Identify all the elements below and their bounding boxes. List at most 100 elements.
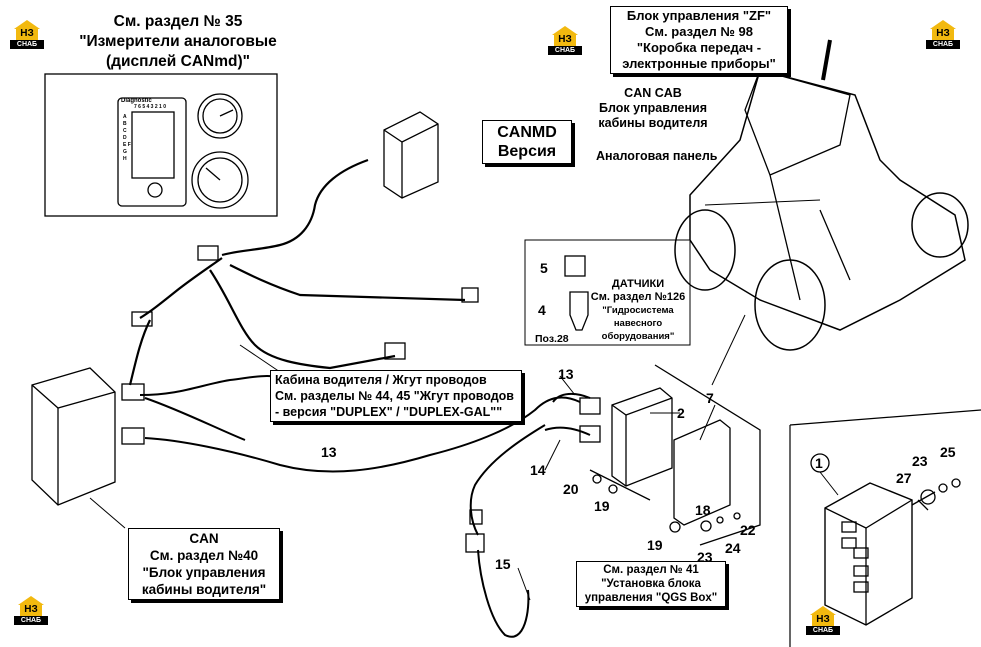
callout-27: 27 — [896, 470, 912, 486]
qgs-label: См. раздел № 41 "Установка блока управле… — [576, 561, 726, 607]
callout-4: 4 — [538, 302, 546, 318]
section-35-line-1: См. раздел № 35 — [113, 13, 243, 30]
callout-2: 2 — [677, 405, 685, 421]
qgs-line-1: См. раздел № 41 — [603, 564, 699, 576]
sensors-line-1: ДАТЧИКИ — [611, 278, 665, 290]
can-block-line-2: См. раздел №40 — [149, 548, 259, 563]
callout-19-upper: 19 — [594, 498, 610, 514]
qgs-box — [824, 482, 913, 626]
part-23-washer — [938, 483, 948, 493]
can-cab-label: CAN CAB Блок управления кабины водителя — [588, 86, 718, 131]
diag-letters: A B C D E F G H — [123, 114, 131, 162]
sensors-line-4: навесного — [613, 318, 663, 329]
wheel-front-right — [754, 259, 826, 351]
callout-13-top: 13 — [558, 366, 574, 382]
forklift-body — [689, 69, 966, 331]
connector-d — [384, 342, 406, 360]
can-block-label: CAN См. раздел №40 "Блок управления каби… — [128, 528, 280, 600]
can-block-line-4: кабины водителя" — [141, 582, 267, 597]
can-control-unit — [31, 367, 116, 506]
logo-mark: НЗ — [554, 34, 576, 46]
wheel-rear — [911, 192, 969, 258]
logo-mark: НЗ — [16, 28, 38, 40]
logo-tag: СНАБ — [926, 40, 960, 49]
gauge-upper — [197, 93, 243, 139]
diag-digits: 7 6 5 4 3 2 1 0 — [134, 104, 166, 110]
gauge-lower — [191, 151, 249, 209]
connector-f — [121, 427, 145, 445]
can-block-line-3: "Блок управления — [142, 565, 266, 580]
callout-20: 20 — [563, 481, 579, 497]
logo-mark: НЗ — [20, 604, 42, 616]
wheel-front-left — [674, 209, 736, 291]
callout-24: 24 — [725, 540, 741, 556]
callout-14: 14 — [530, 462, 546, 478]
harness-line-1: Кабина водителя / Жгут проводов — [275, 373, 487, 387]
zf-line-3: "Коробка передач - — [636, 40, 762, 55]
part-25-nut — [951, 478, 961, 488]
connector-j — [465, 533, 485, 553]
callout-13-bottom: 13 — [321, 444, 337, 460]
callout-22: 22 — [740, 522, 756, 538]
display-module — [383, 111, 439, 199]
qgs-line-3: управления "QGS Box" — [584, 592, 718, 604]
sensors-line-2: См. раздел №126 — [590, 291, 686, 303]
section-35-label: См. раздел № 35 "Измерители аналоговые (… — [48, 12, 308, 72]
zf-line-1: Блок управления "ZF" — [626, 8, 772, 23]
callout-23-right: 23 — [912, 453, 928, 469]
canmd-line-1: CANMD — [497, 124, 557, 141]
logo-mark: НЗ — [932, 28, 954, 40]
connector-e — [121, 383, 145, 401]
callout-1: 1 — [815, 455, 823, 471]
diagnostic-screen — [131, 111, 175, 179]
part-27 — [920, 489, 936, 505]
poz-28-label: Поз.28 — [535, 333, 569, 345]
sensors-line-3: "Гидросистема — [602, 305, 674, 316]
sensors-label: ДАТЧИКИ См. раздел №126 "Гидросистема на… — [586, 278, 690, 343]
gauge-panel-frame — [44, 73, 278, 217]
zf-line-4: электронные приборы" — [622, 56, 776, 71]
callout-5: 5 — [540, 260, 548, 276]
logo-tag: СНАБ — [14, 616, 48, 625]
harness-line-2: См. разделы № 44, 45 "Жгут проводов — [275, 389, 514, 403]
part-2-box — [611, 387, 673, 487]
can-block-line-1: CAN — [189, 531, 219, 546]
can-cab-line-1: CAN CAB — [624, 86, 682, 100]
connector-b — [131, 311, 153, 327]
can-cab-line-3: кабины водителя — [598, 116, 708, 130]
sensor-5 — [564, 255, 586, 277]
connector-c — [461, 287, 479, 303]
diagnostic-display — [117, 97, 187, 207]
qgs-line-2: "Установка блока — [601, 578, 701, 590]
logo-tag: СНАБ — [10, 40, 44, 49]
diag-text: Diagnostic — [121, 98, 152, 104]
callout-19-lower: 19 — [647, 537, 663, 553]
harness-line-3: - версия "DUPLEX" / "DUPLEX-GAL"" — [275, 405, 503, 419]
forklift-cab — [744, 69, 851, 176]
cabin-harness-label: Кабина водителя / Жгут проводов См. разд… — [270, 370, 522, 422]
callout-18: 18 — [695, 502, 711, 518]
analog-panel-label: Аналоговая панель — [596, 149, 718, 163]
section-35-line-3: (дисплей CANmd)" — [106, 53, 250, 70]
callout-7: 7 — [706, 390, 714, 406]
zf-line-2: См. раздел № 98 — [645, 24, 753, 39]
logo-tag: СНАБ — [806, 626, 840, 635]
connector-i — [469, 509, 483, 525]
sensors-line-5: оборудования" — [601, 331, 675, 342]
logo-mark: НЗ — [812, 614, 834, 626]
callout-23-lower: 23 — [697, 549, 713, 565]
section-35-line-2: "Измерители аналоговые — [79, 33, 277, 50]
canmd-line-2: Версия — [497, 143, 557, 160]
sensor-frame — [524, 239, 691, 346]
connector-h — [579, 425, 601, 443]
can-cab-line-2: Блок управления — [599, 101, 707, 115]
gauge-panel-button — [147, 182, 163, 198]
sensor-4 — [569, 291, 589, 331]
